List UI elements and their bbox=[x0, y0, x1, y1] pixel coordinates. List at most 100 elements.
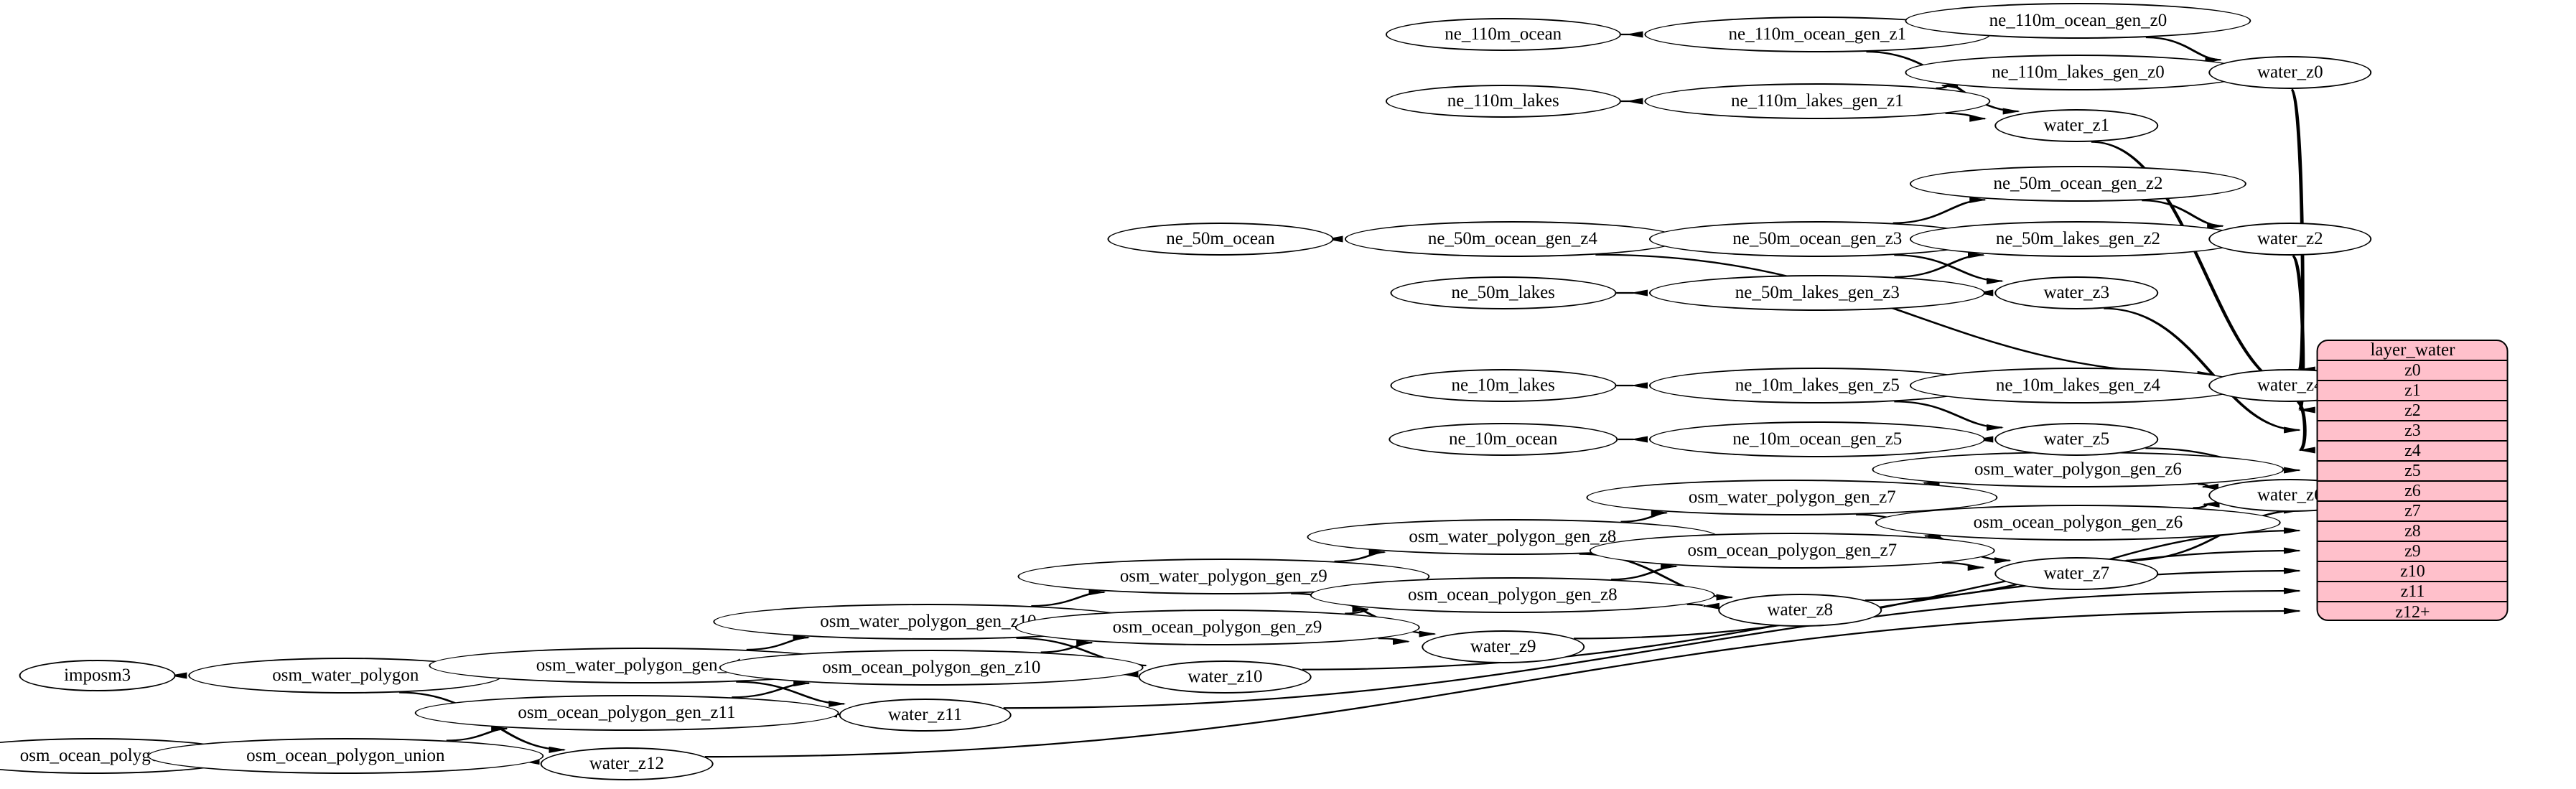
graph-node-label: osm_ocean_polygon_gen_z10 bbox=[822, 658, 1041, 677]
graph-node-ne_50m_ocean_gen_z4[interactable]: ne_50m_ocean_gen_z4 bbox=[1344, 221, 1681, 257]
graph-node-label: osm_ocean_polygon_gen_z9 bbox=[1112, 617, 1322, 637]
graph-node-water_z5[interactable]: water_z5 bbox=[1994, 423, 2159, 456]
graph-node-water_z7[interactable]: water_z7 bbox=[1994, 557, 2159, 590]
graph-node-osm_ocean_polygon_gen_z6[interactable]: osm_ocean_polygon_gen_z6 bbox=[1875, 505, 2281, 541]
graph-edge bbox=[446, 725, 509, 742]
graph-node-label: ne_50m_lakes_gen_z2 bbox=[1995, 229, 2160, 248]
graph-node-osm_ocean_polygon_gen_z8[interactable]: osm_ocean_polygon_gen_z8 bbox=[1310, 577, 1716, 613]
graph-edge bbox=[1945, 112, 1987, 122]
graph-edge bbox=[1334, 548, 1386, 563]
graph-node-label: osm_ocean_polygon_gen_z11 bbox=[518, 703, 736, 722]
graph-node-water_z11[interactable]: water_z11 bbox=[839, 699, 1012, 732]
graph-node-ne_10m_ocean_gen_z5[interactable]: ne_10m_ocean_gen_z5 bbox=[1649, 421, 1986, 457]
graph-node-label: ne_50m_ocean_gen_z3 bbox=[1732, 229, 1903, 248]
graph-node-osm_ocean_polygon_gen_z7[interactable]: osm_ocean_polygon_gen_z7 bbox=[1590, 533, 1995, 569]
graph-node-label: ne_110m_ocean_gen_z0 bbox=[1989, 11, 2167, 30]
layer-water-row-z8[interactable]: z8 bbox=[2318, 522, 2507, 542]
graph-node-label: osm_water_polygon bbox=[272, 666, 419, 685]
graph-edge bbox=[1003, 587, 2302, 709]
graph-node-label: water_z8 bbox=[1767, 600, 1834, 620]
graph-node-label: ne_10m_lakes_gen_z5 bbox=[1735, 375, 1900, 395]
graph-node-ne_110m_ocean_gen_z1[interactable]: ne_110m_ocean_gen_z1 bbox=[1644, 17, 1990, 52]
graph-node-label: imposm3 bbox=[64, 666, 131, 685]
graph-node-osm_ocean_polygon_union[interactable]: osm_ocean_polygon_union bbox=[147, 738, 543, 774]
graph-edge bbox=[1941, 561, 1985, 571]
graph-node-label: ne_50m_lakes_gen_z3 bbox=[1735, 283, 1900, 302]
graph-node-osm_ocean_polygon_gen_z10[interactable]: osm_ocean_polygon_gen_z10 bbox=[719, 650, 1144, 686]
graph-node-water_z0[interactable]: water_z0 bbox=[2208, 56, 2372, 89]
graph-node-ne_50m_ocean_gen_z2[interactable]: ne_50m_ocean_gen_z2 bbox=[1910, 166, 2246, 202]
graph-edge bbox=[704, 607, 2302, 758]
layer-water-row-z5[interactable]: z5 bbox=[2318, 462, 2507, 482]
graph-node-label: ne_10m_ocean_gen_z5 bbox=[1732, 429, 1903, 449]
graph-edge bbox=[1894, 401, 2005, 431]
graph-node-ne_10m_ocean[interactable]: ne_10m_ocean bbox=[1389, 423, 1618, 456]
graph-node-ne_50m_lakes_gen_z2[interactable]: ne_50m_lakes_gen_z2 bbox=[1910, 221, 2246, 257]
graph-node-osm_water_polygon_gen_z6[interactable]: osm_water_polygon_gen_z6 bbox=[1872, 452, 2285, 487]
layer-water-row-z1[interactable]: z1 bbox=[2318, 381, 2507, 401]
graph-node-ne_110m_lakes_gen_z0[interactable]: ne_110m_lakes_gen_z0 bbox=[1905, 55, 2251, 90]
graph-node-label: ne_110m_lakes bbox=[1447, 91, 1559, 111]
graph-node-label: osm_water_polygon_gen_z9 bbox=[1119, 566, 1327, 586]
graph-node-ne_10m_lakes_gen_z4[interactable]: ne_10m_lakes_gen_z4 bbox=[1910, 368, 2246, 403]
graph-node-label: osm_ocean_polygon_gen_z6 bbox=[1973, 513, 2183, 532]
graph-node-water_z2[interactable]: water_z2 bbox=[2208, 223, 2372, 256]
graph-node-water_z1[interactable]: water_z1 bbox=[1994, 109, 2159, 142]
graph-node-label: water_z4 bbox=[2257, 375, 2323, 395]
layer-water-row-z4[interactable]: z4 bbox=[2318, 442, 2507, 462]
graph-node-label: water_z7 bbox=[2043, 564, 2110, 583]
graph-node-ne_110m_lakes_gen_z1[interactable]: ne_110m_lakes_gen_z1 bbox=[1644, 83, 1990, 119]
graph-node-label: water_z5 bbox=[2043, 429, 2110, 449]
graph-node-label: ne_10m_ocean bbox=[1449, 429, 1558, 449]
layer-water-row-z7[interactable]: z7 bbox=[2318, 502, 2507, 522]
layer-water-row-z11[interactable]: z11 bbox=[2318, 582, 2507, 602]
graph-node-label: ne_10m_lakes bbox=[1451, 375, 1555, 395]
layer-water-row-z6[interactable]: z6 bbox=[2318, 482, 2507, 502]
graph-node-ne_110m_ocean[interactable]: ne_110m_ocean bbox=[1385, 18, 1621, 51]
graph-edge bbox=[2291, 254, 2316, 413]
graph-node-water_z9[interactable]: water_z9 bbox=[1421, 630, 1585, 663]
layer-water-row-z2[interactable]: z2 bbox=[2318, 401, 2507, 421]
layer-water-row-z0[interactable]: z0 bbox=[2318, 361, 2507, 381]
graph-node-label: water_z11 bbox=[888, 705, 963, 724]
graph-node-ne_110m_lakes[interactable]: ne_110m_lakes bbox=[1385, 85, 1621, 118]
graph-node-label: water_z2 bbox=[2257, 229, 2323, 248]
graph-edge bbox=[1894, 254, 2005, 285]
graph-node-ne_110m_ocean_gen_z0[interactable]: ne_110m_ocean_gen_z0 bbox=[1905, 3, 2251, 39]
graph-node-label: osm_water_polygon_gen_z7 bbox=[1688, 487, 1896, 507]
graph-node-ne_50m_lakes[interactable]: ne_50m_lakes bbox=[1390, 276, 1617, 309]
graph-edge bbox=[1595, 253, 2215, 378]
graph-edge bbox=[2295, 401, 2315, 454]
graph-node-label: water_z10 bbox=[1187, 667, 1263, 686]
graph-node-label: ne_50m_lakes bbox=[1451, 283, 1555, 302]
graph-edge bbox=[1893, 196, 1987, 224]
layer-water-row-z10[interactable]: z10 bbox=[2318, 562, 2507, 582]
graph-node-label: ne_110m_lakes_gen_z0 bbox=[1992, 62, 2165, 82]
graph-node-label: osm_ocean_polygon_union bbox=[246, 746, 445, 765]
graph-node-label: ne_10m_lakes_gen_z4 bbox=[1995, 375, 2160, 395]
graph-node-label: water_z12 bbox=[589, 754, 664, 773]
graph-node-water_z8[interactable]: water_z8 bbox=[1718, 594, 1882, 627]
graph-node-label: water_z1 bbox=[2043, 116, 2110, 135]
graph-node-label: ne_50m_ocean_gen_z2 bbox=[1993, 174, 2163, 193]
graph-node-label: ne_110m_lakes_gen_z1 bbox=[1730, 91, 1904, 111]
layer-water-row-z3[interactable]: z3 bbox=[2318, 421, 2507, 442]
layer-water-row-z12plus[interactable]: z12+ bbox=[2395, 602, 2430, 621]
graph-node-label: osm_ocean_polygon_gen_z8 bbox=[1408, 585, 1618, 604]
graph-node-osm_ocean_polygon_gen_z11[interactable]: osm_ocean_polygon_gen_z11 bbox=[414, 695, 839, 731]
graph-edge bbox=[1611, 563, 1679, 581]
graph-node-ne_50m_ocean[interactable]: ne_50m_ocean bbox=[1107, 223, 1334, 256]
graph-node-label: water_z3 bbox=[2043, 283, 2110, 302]
graph-edge bbox=[2104, 307, 2302, 434]
graph-node-water_z10[interactable]: water_z10 bbox=[1139, 660, 1312, 694]
graph-node-water_z12[interactable]: water_z12 bbox=[540, 747, 714, 780]
graph-node-imposm3[interactable]: imposm3 bbox=[19, 660, 177, 691]
graph-node-water_z3[interactable]: water_z3 bbox=[1994, 276, 2159, 309]
layer-water-row-z9[interactable]: z9 bbox=[2318, 542, 2507, 562]
graph-node-ne_10m_lakes[interactable]: ne_10m_lakes bbox=[1390, 369, 1617, 402]
graph-node-osm_ocean_polygon_gen_z9[interactable]: osm_ocean_polygon_gen_z9 bbox=[1014, 610, 1420, 645]
graph-node-ne_50m_lakes_gen_z3[interactable]: ne_50m_lakes_gen_z3 bbox=[1649, 275, 1986, 311]
